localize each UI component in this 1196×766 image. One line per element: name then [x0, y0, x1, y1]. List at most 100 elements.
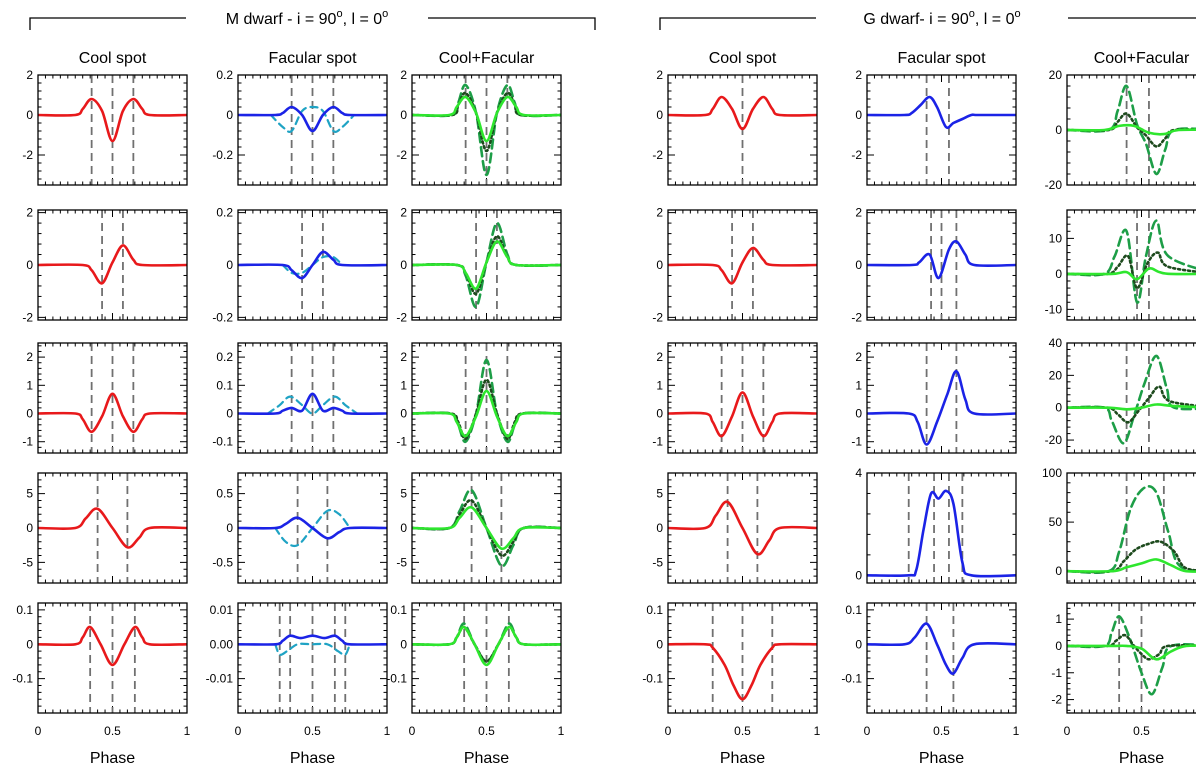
series-line-combined-mid: [1067, 615, 1196, 696]
y-tick-label: 0: [26, 108, 33, 122]
series-layer: [38, 507, 187, 549]
series-layer: [668, 95, 817, 131]
y-tick-label: 2: [26, 350, 33, 364]
series-line-cool: [38, 97, 187, 143]
x-tick-label: 0.5: [734, 724, 751, 738]
y-tick-label: 2: [855, 68, 862, 82]
series-layer: [867, 95, 1016, 129]
panel-frame: [1066, 602, 1196, 714]
y-tick-label: 0: [26, 258, 33, 272]
panel-r3-c1: 210-1: [22, 342, 188, 454]
series-line-cool: [38, 507, 187, 549]
x-tick-label: 1: [558, 724, 565, 738]
series-layer: [668, 391, 817, 438]
y-tick-label: 0.1: [646, 603, 663, 617]
y-tick-label: 0.1: [16, 603, 33, 617]
y-tick-label: 2: [855, 206, 862, 220]
y-tick-label: 0.2: [216, 206, 233, 220]
y-tick-label: 0: [400, 108, 407, 122]
y-tick-label: -1: [851, 435, 862, 449]
figure-headers: M dwarf - i = 90o, l = 0o G dwarf- i = 9…: [29, 8, 1196, 30]
panel-frame: [411, 209, 562, 321]
panel-frame: [866, 209, 1017, 321]
y-tick-label: 10: [1049, 231, 1063, 245]
y-tick-label: 2: [656, 68, 663, 82]
series-line-combined-light: [1067, 644, 1196, 661]
y-tick-label: 0: [226, 108, 233, 122]
axis-ticks: [867, 343, 1016, 453]
panel-frame: [411, 472, 562, 584]
y-tick-label: -5: [396, 555, 407, 569]
column-title: Facular spot: [268, 50, 357, 67]
y-tick-label: 0: [1055, 564, 1062, 578]
y-tick-label: -0.1: [212, 435, 233, 449]
y-tick-label: -0.2: [212, 310, 233, 324]
series-layer: [867, 622, 1016, 675]
y-tick-label: 0: [1055, 267, 1062, 281]
panel-frame: [411, 342, 562, 454]
series-layer: [38, 392, 187, 434]
panel-r2-c5: 20-2: [851, 206, 1017, 324]
series-line-facular: [238, 105, 387, 133]
series-line-facular-dashed: [274, 642, 351, 656]
series-line-combined-light: [412, 625, 561, 667]
series-line-combined-dark: [1067, 385, 1196, 424]
y-tick-label: 0.00: [210, 637, 234, 651]
y-tick-label: 5: [656, 487, 663, 501]
series-line-facular: [867, 622, 1016, 675]
panel-r2-c4: 20-2: [652, 206, 818, 324]
panel-frame: [237, 602, 388, 714]
y-tick-label: 0.1: [216, 378, 233, 392]
y-tick-label: -10: [1045, 302, 1063, 316]
series-layer: [38, 244, 187, 285]
y-tick-label: 0: [26, 521, 33, 535]
y-tick-label: 20: [1049, 368, 1063, 382]
series-layer: [38, 625, 187, 667]
x-tick-label: 0: [665, 724, 672, 738]
y-tick-label: -2: [652, 310, 663, 324]
axis-ticks: [1067, 342, 1195, 454]
y-tick-label: 1: [400, 378, 407, 392]
y-tick-label: -2: [396, 310, 407, 324]
y-tick-label: 0: [855, 108, 862, 122]
x-tick-label: 1: [184, 724, 191, 738]
y-tick-label: 0: [26, 637, 33, 651]
y-tick-label: -2: [22, 148, 33, 162]
y-tick-label: 0: [400, 521, 407, 535]
y-tick-label: 5: [26, 487, 33, 501]
series-layer: [1067, 84, 1196, 176]
y-tick-label: 2: [400, 350, 407, 364]
y-tick-label: 0: [1055, 401, 1062, 415]
series-line-facular-dashed: [269, 105, 356, 133]
x-tick-label: 0.5: [1133, 724, 1150, 738]
y-tick-label: 50: [1049, 515, 1063, 529]
series-line-combined-light: [412, 389, 561, 438]
group-bracket-g-dwarf: [659, 17, 1196, 30]
y-tick-label: 0: [400, 258, 407, 272]
y-tick-label: -2: [396, 148, 407, 162]
series-line-combined-mid: [1067, 484, 1196, 574]
panel-frame: [667, 209, 818, 321]
y-tick-label: -2: [1051, 693, 1062, 707]
panel-r3-c4: 210-1: [652, 342, 818, 454]
y-tick-label: 2: [656, 206, 663, 220]
y-tick-label: -1: [22, 435, 33, 449]
panel-frame: [667, 472, 818, 584]
panel-r4-c5: 40: [855, 466, 1017, 584]
y-tick-label: 0: [855, 637, 862, 651]
series-layer: [1067, 615, 1196, 696]
panel-frame: [411, 74, 562, 186]
y-tick-label: 0: [656, 637, 663, 651]
y-tick-label: 2: [26, 68, 33, 82]
y-tick-label: -20: [1045, 178, 1063, 192]
series-line-cool: [38, 392, 187, 434]
y-tick-label: 0: [1055, 639, 1062, 653]
panel-frame: [237, 472, 388, 584]
y-tick-label: 0.2: [216, 68, 233, 82]
